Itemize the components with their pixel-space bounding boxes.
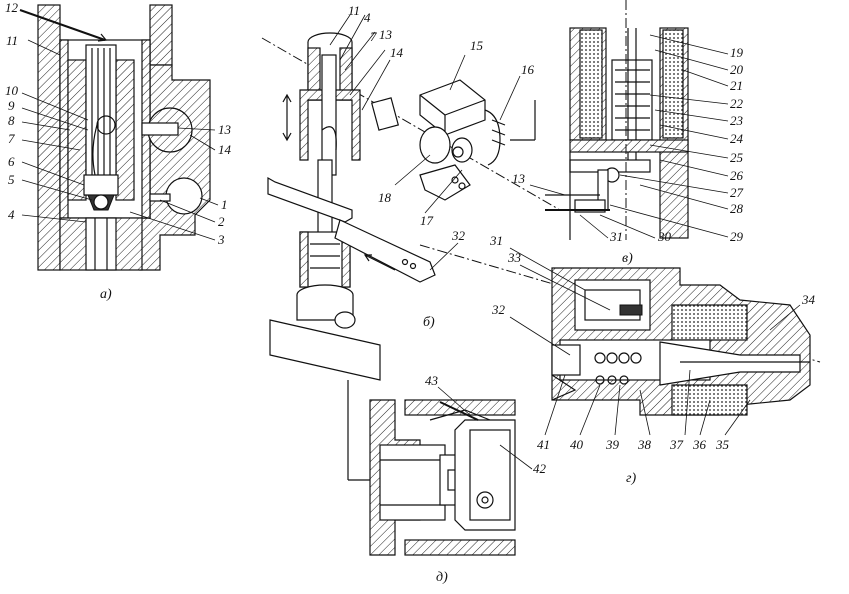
callout-4: 4	[8, 207, 15, 222]
callout-b-7: 7	[370, 29, 377, 44]
callout-31: 31	[609, 229, 623, 244]
callout-2: 2	[218, 214, 225, 229]
callout-b-4: 4	[364, 10, 371, 25]
callout-12: 12	[5, 0, 19, 15]
callout-43: 43	[425, 373, 439, 388]
callout-15: 15	[470, 38, 484, 53]
panel-v-labels: 19 20 21 22 23 24 25 26 27 28 29 30 31 1…	[512, 45, 744, 266]
panel-d-labels: 43 42 д)	[425, 373, 547, 585]
panel-g-leaders	[509, 247, 801, 436]
panel-b-drawing	[261, 32, 561, 381]
callout-35: 35	[715, 437, 730, 452]
callout-8: 8	[8, 113, 15, 128]
panel-v-drawing	[545, 0, 689, 240]
callout-1: 1	[221, 197, 228, 212]
callout-23: 23	[730, 113, 744, 128]
callout-g-31: 31	[489, 233, 503, 248]
panel-v-leaders	[529, 34, 729, 239]
panel-b-labels: 11 4 13 7 14 15 16 18 17 32 б)	[348, 3, 535, 330]
callout-25: 25	[730, 150, 744, 165]
panel-d-drawing	[347, 380, 516, 556]
callout-19: 19	[730, 45, 744, 60]
panel-g-drawing	[419, 244, 821, 416]
callout-36: 36	[692, 437, 707, 452]
callout-21: 21	[730, 78, 743, 93]
callout-b-11: 11	[348, 3, 360, 18]
callout-6: 6	[8, 154, 15, 169]
panel-b-leaders	[329, 14, 521, 271]
callout-b-13: 13	[379, 27, 393, 42]
callout-26: 26	[730, 168, 744, 183]
callout-13: 13	[218, 122, 232, 137]
callout-30: 30	[657, 229, 672, 244]
callout-b-32: 32	[451, 228, 466, 243]
callout-10: 10	[5, 83, 19, 98]
callout-7: 7	[8, 131, 15, 146]
callout-42: 42	[533, 461, 547, 476]
callout-24: 24	[730, 131, 744, 146]
callout-34: 34	[801, 292, 816, 307]
callout-41: 41	[537, 437, 550, 452]
caption-g: г)	[626, 471, 636, 486]
panel-a-leaders	[21, 39, 219, 241]
callout-v-13: 13	[512, 171, 526, 186]
callout-22: 22	[730, 96, 744, 111]
panel-g-labels: 31 33 32 34 35 36 37 38 39 40 41 г)	[489, 233, 816, 486]
caption-d: д)	[436, 570, 448, 585]
callout-18: 18	[378, 190, 392, 205]
callout-20: 20	[730, 62, 744, 77]
callout-3: 3	[217, 232, 225, 247]
callout-27: 27	[730, 185, 744, 200]
callout-16: 16	[521, 62, 535, 77]
callout-5: 5	[8, 172, 15, 187]
callout-9: 9	[8, 98, 15, 113]
callout-14: 14	[218, 142, 232, 157]
callout-37: 37	[669, 437, 684, 452]
callout-28: 28	[730, 201, 744, 216]
callout-38: 38	[637, 437, 652, 452]
panel-a-drawing	[19, 4, 211, 271]
callout-b-14: 14	[390, 45, 404, 60]
caption-v: в)	[622, 251, 633, 266]
panel-d-leaders	[437, 386, 533, 470]
callout-11: 11	[6, 33, 18, 48]
caption-a: а)	[100, 287, 112, 302]
callout-29: 29	[730, 229, 744, 244]
callout-40: 40	[570, 437, 584, 452]
callout-33: 33	[507, 250, 522, 265]
caption-b: б)	[423, 315, 435, 330]
callout-39: 39	[605, 437, 620, 452]
callout-g-32: 32	[491, 302, 506, 317]
panel-a-labels: 12 11 10 9 8 7 6 5 4 13 14 1 2 3 а)	[5, 0, 232, 302]
callout-17: 17	[420, 213, 434, 228]
